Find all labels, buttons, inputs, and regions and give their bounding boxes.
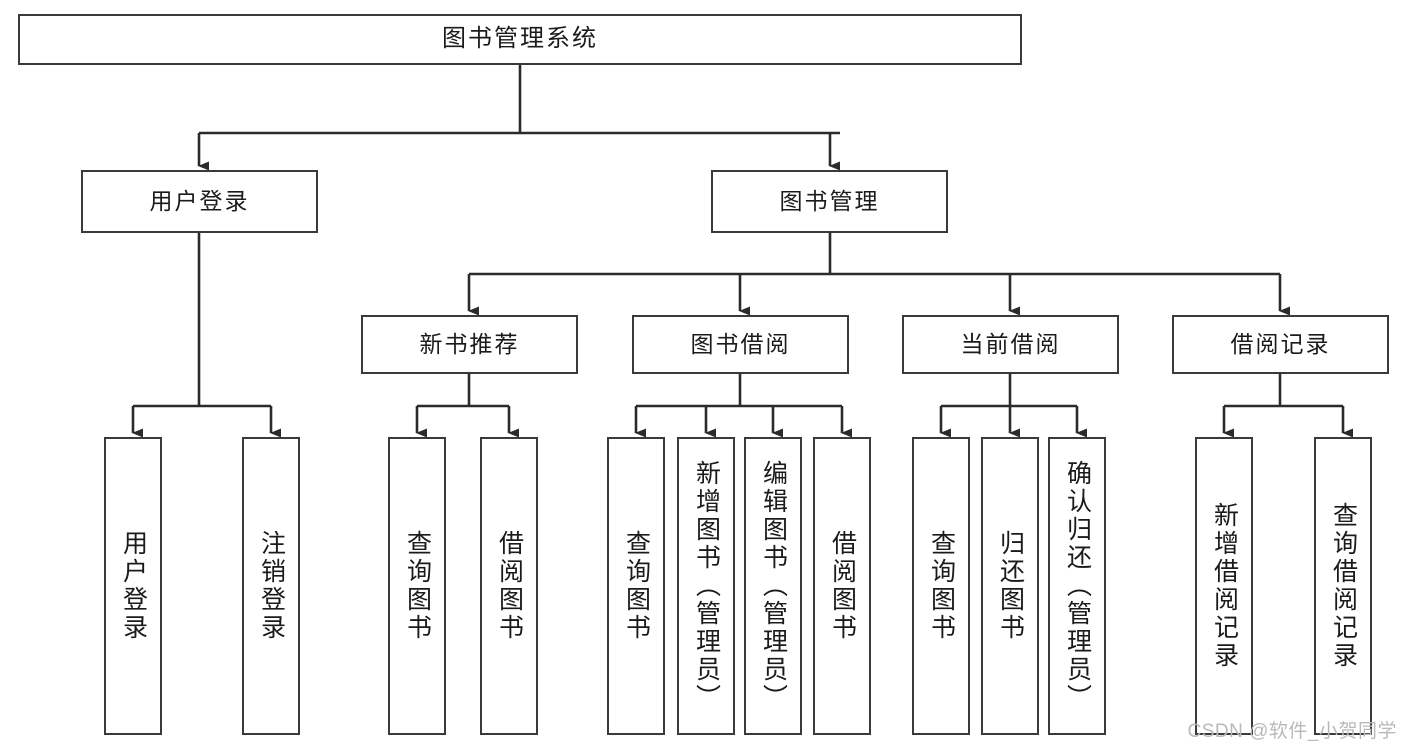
node-label: 查询图书 [403,530,432,642]
csdn-watermark: CSDN @软件_小贺同学 [1187,721,1397,742]
node-label: 查询图书 [622,530,651,642]
node-label: 图书管理系统 [442,25,598,53]
node-leaf-add-book-admin[interactable]: 新增图书（管理员） [677,437,735,735]
node-borrow-record[interactable]: 借阅记录 [1172,315,1389,374]
node-leaf-query-book-recommend[interactable]: 查询图书 [388,437,446,735]
node-leaf-confirm-return-admin[interactable]: 确认归还（管理员） [1048,437,1106,735]
node-leaf-user-login[interactable]: 用户登录 [104,437,162,735]
node-label: 用户登录 [119,530,148,642]
node-label: 编辑图书（管理员） [759,460,788,712]
node-label: 借阅图书 [495,530,524,642]
node-label: 新增图书（管理员） [692,460,721,712]
node-user-login[interactable]: 用户登录 [81,170,318,233]
node-label: 当前借阅 [960,330,1061,357]
node-leaf-query-book-borrow[interactable]: 查询图书 [607,437,665,735]
node-root-book-management-system[interactable]: 图书管理系统 [18,14,1022,65]
node-leaf-return-book[interactable]: 归还图书 [981,437,1039,735]
node-label: 新书推荐 [419,330,520,357]
node-leaf-logout[interactable]: 注销登录 [242,437,300,735]
node-label: 查询图书 [927,530,956,642]
node-leaf-query-book-current[interactable]: 查询图书 [912,437,970,735]
node-label: 确认归还（管理员） [1063,460,1092,712]
node-leaf-edit-book-admin[interactable]: 编辑图书（管理员） [744,437,802,735]
node-label: 查询借阅记录 [1329,502,1358,670]
node-label: 归还图书 [996,530,1025,642]
node-label: 借阅记录 [1230,330,1331,357]
node-label: 图书管理 [779,187,880,214]
node-label: 借阅图书 [828,530,857,642]
node-leaf-borrow-book-recommend[interactable]: 借阅图书 [480,437,538,735]
node-label: 用户登录 [149,187,250,214]
node-leaf-query-borrow-record[interactable]: 查询借阅记录 [1314,437,1372,735]
node-label: 图书借阅 [690,330,791,357]
node-book-borrow[interactable]: 图书借阅 [632,315,849,374]
node-label: 注销登录 [257,530,286,642]
node-book-management[interactable]: 图书管理 [711,170,948,233]
node-new-book-recommend[interactable]: 新书推荐 [361,315,578,374]
node-current-borrow[interactable]: 当前借阅 [902,315,1119,374]
node-leaf-add-borrow-record[interactable]: 新增借阅记录 [1195,437,1253,735]
node-leaf-borrow-book[interactable]: 借阅图书 [813,437,871,735]
node-label: 新增借阅记录 [1210,502,1239,670]
